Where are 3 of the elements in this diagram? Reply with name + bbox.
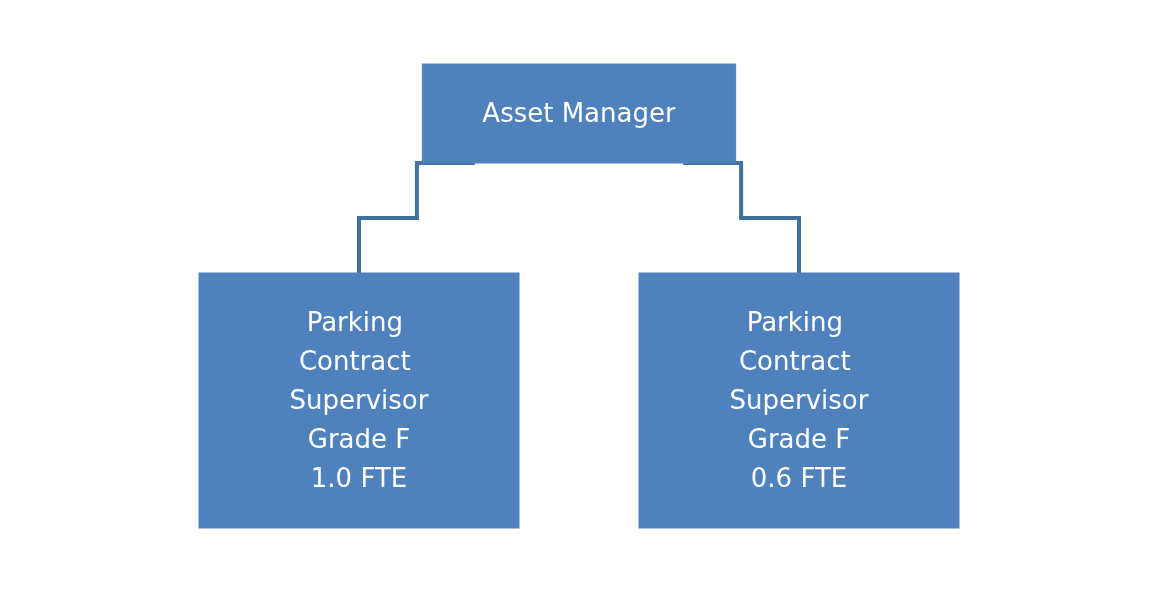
node-box: Parking Contract Supervisor Grade F 0.6 FTE (638, 272, 960, 529)
node-box: Parking Contract Supervisor Grade F 1.0 FTE (198, 272, 520, 529)
node-box: Asset Manager (421, 63, 737, 164)
